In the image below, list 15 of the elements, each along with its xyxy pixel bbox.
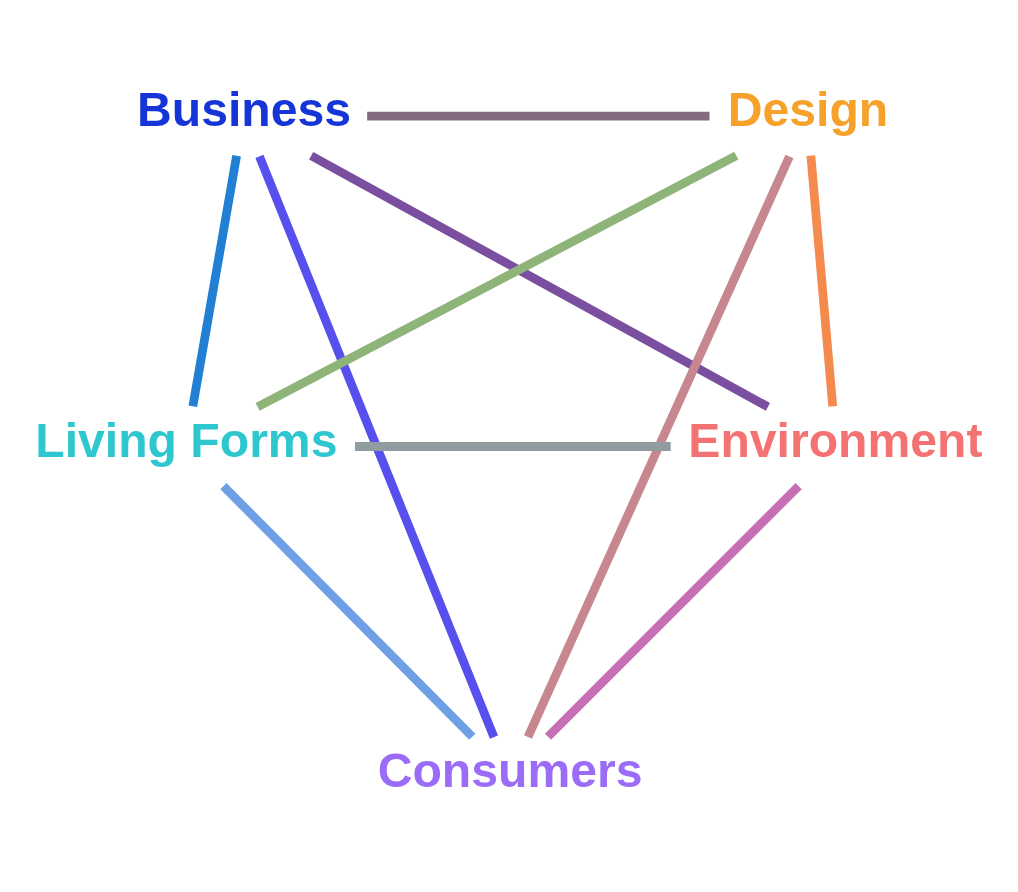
node-text: Environment bbox=[687, 412, 982, 467]
node-text: Consumers bbox=[377, 742, 642, 797]
node-text: Design bbox=[727, 81, 888, 136]
connector bbox=[544, 482, 802, 740]
connector bbox=[523, 154, 793, 739]
connector bbox=[255, 151, 738, 411]
connector bbox=[188, 154, 241, 407]
connector bbox=[219, 482, 475, 740]
connector bbox=[366, 111, 710, 120]
connector bbox=[254, 154, 498, 739]
node-text: Business bbox=[136, 81, 351, 136]
node-text: Living Forms bbox=[34, 412, 337, 467]
connector bbox=[354, 441, 671, 451]
connector bbox=[806, 154, 837, 407]
connector bbox=[308, 151, 770, 411]
